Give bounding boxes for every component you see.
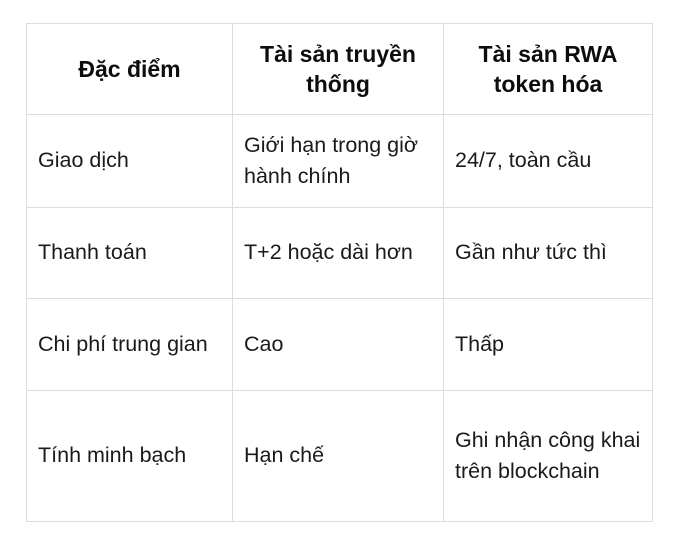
table-header: Đặc điểm Tài sản truyền thống Tài sản RW… [26, 23, 653, 115]
cell-traditional: Hạn chế [232, 390, 444, 522]
comparison-table-container: Đặc điểm Tài sản truyền thống Tài sản RW… [26, 23, 653, 522]
cell-feature: Thanh toán [26, 207, 233, 299]
cell-rwa: Ghi nhận công khai trên blockchain [443, 390, 653, 522]
cell-traditional: T+2 hoặc dài hơn [232, 207, 444, 299]
cell-rwa: 24/7, toàn cầu [443, 114, 653, 208]
cell-feature: Giao dịch [26, 114, 233, 208]
cell-rwa: Gần như tức thì [443, 207, 653, 299]
table-row: Chi phí trung gian Cao Thấp [26, 298, 653, 391]
comparison-table: Đặc điểm Tài sản truyền thống Tài sản RW… [26, 23, 653, 522]
cell-traditional: Giới hạn trong giờ hành chính [232, 114, 444, 208]
column-header-traditional: Tài sản truyền thống [232, 23, 444, 115]
table-row: Thanh toán T+2 hoặc dài hơn Gần như tức … [26, 207, 653, 299]
cell-traditional: Cao [232, 298, 444, 391]
cell-feature: Tính minh bạch [26, 390, 233, 522]
column-header-feature: Đặc điểm [26, 23, 233, 115]
table-header-row: Đặc điểm Tài sản truyền thống Tài sản RW… [26, 23, 653, 115]
column-header-rwa: Tài sản RWA token hóa [443, 23, 653, 115]
table-row: Giao dịch Giới hạn trong giờ hành chính … [26, 114, 653, 208]
cell-feature: Chi phí trung gian [26, 298, 233, 391]
table-body: Giao dịch Giới hạn trong giờ hành chính … [26, 114, 653, 522]
table-row: Tính minh bạch Hạn chế Ghi nhận công kha… [26, 390, 653, 522]
cell-rwa: Thấp [443, 298, 653, 391]
